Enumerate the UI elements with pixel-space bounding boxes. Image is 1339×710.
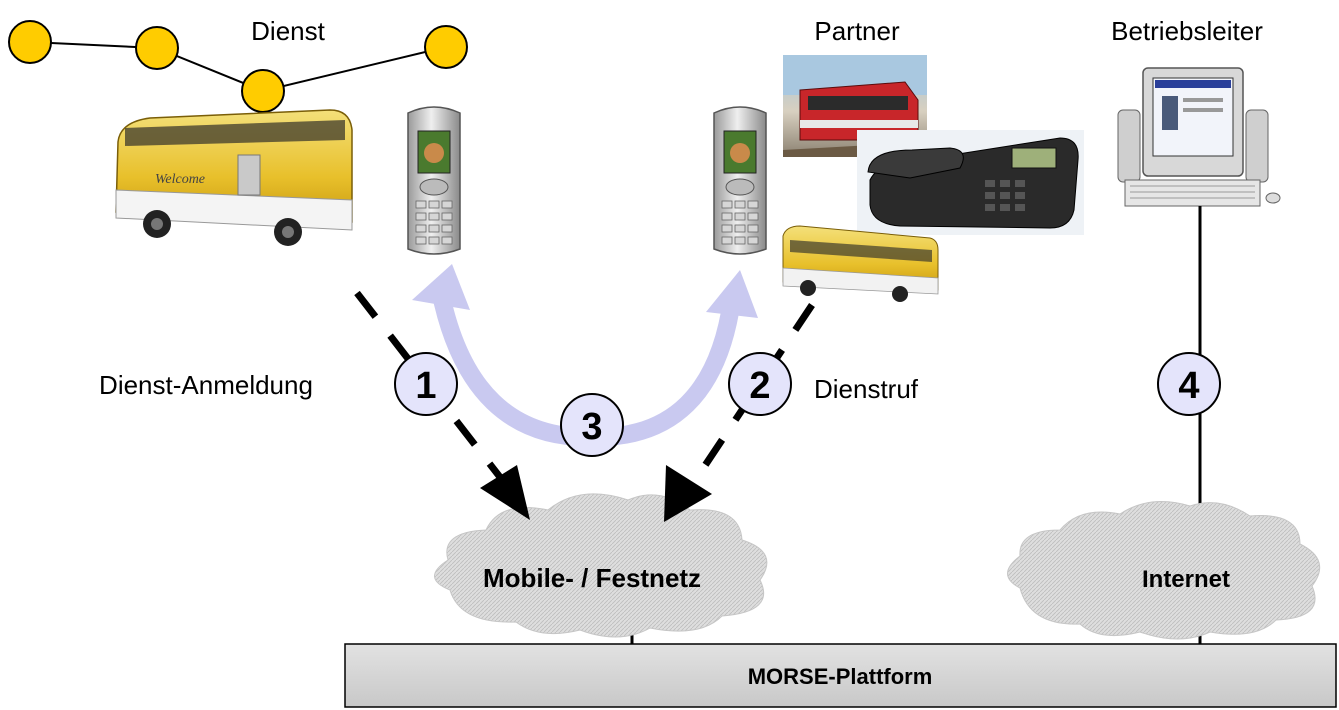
mobile-phone-right xyxy=(713,106,767,255)
morse-platform-label: MORSE-Plattform xyxy=(748,664,933,689)
step-2-number: 2 xyxy=(749,365,770,407)
dienst-chain xyxy=(8,20,468,113)
dienst-node-2 xyxy=(135,26,179,70)
arc-arrowhead-left xyxy=(412,264,470,310)
dienst-node-1 xyxy=(8,20,52,64)
step-1-number: 1 xyxy=(415,365,436,407)
dienst-label: Dienst xyxy=(251,16,325,46)
dienstruf-label: Dienstruf xyxy=(814,374,919,404)
computer-image xyxy=(1117,67,1281,207)
arc-arrowhead-right xyxy=(706,270,758,318)
dienst-node-3 xyxy=(241,69,285,113)
internet-label: Internet xyxy=(1142,566,1230,593)
step-4-badge: 4 xyxy=(1157,352,1221,416)
step-1-badge: 1 xyxy=(394,352,458,416)
step-3-badge: 3 xyxy=(560,393,624,457)
internet-cloud xyxy=(1007,501,1321,640)
morse-platform-bar xyxy=(344,643,1337,708)
desk-phone-image xyxy=(857,130,1084,235)
betriebsleiter-label: Betriebsleiter xyxy=(1111,16,1263,46)
dienst-anmeldung-label: Dienst-Anmeldung xyxy=(99,370,313,400)
mobile-festnetz-label: Mobile- / Festnetz xyxy=(483,563,701,593)
mobile-phone-left xyxy=(407,106,461,255)
partner-label: Partner xyxy=(814,16,900,46)
train-image xyxy=(783,55,927,157)
mobile-festnetz-cloud xyxy=(434,493,768,638)
small-bus-image xyxy=(782,225,939,302)
bus-image: Welcome xyxy=(115,109,353,246)
dienst-node-4 xyxy=(424,25,468,69)
bus-sign: Welcome xyxy=(155,172,205,187)
step-3-number: 3 xyxy=(581,406,602,448)
step-4-number: 4 xyxy=(1178,365,1199,407)
step-2-badge: 2 xyxy=(728,352,792,416)
